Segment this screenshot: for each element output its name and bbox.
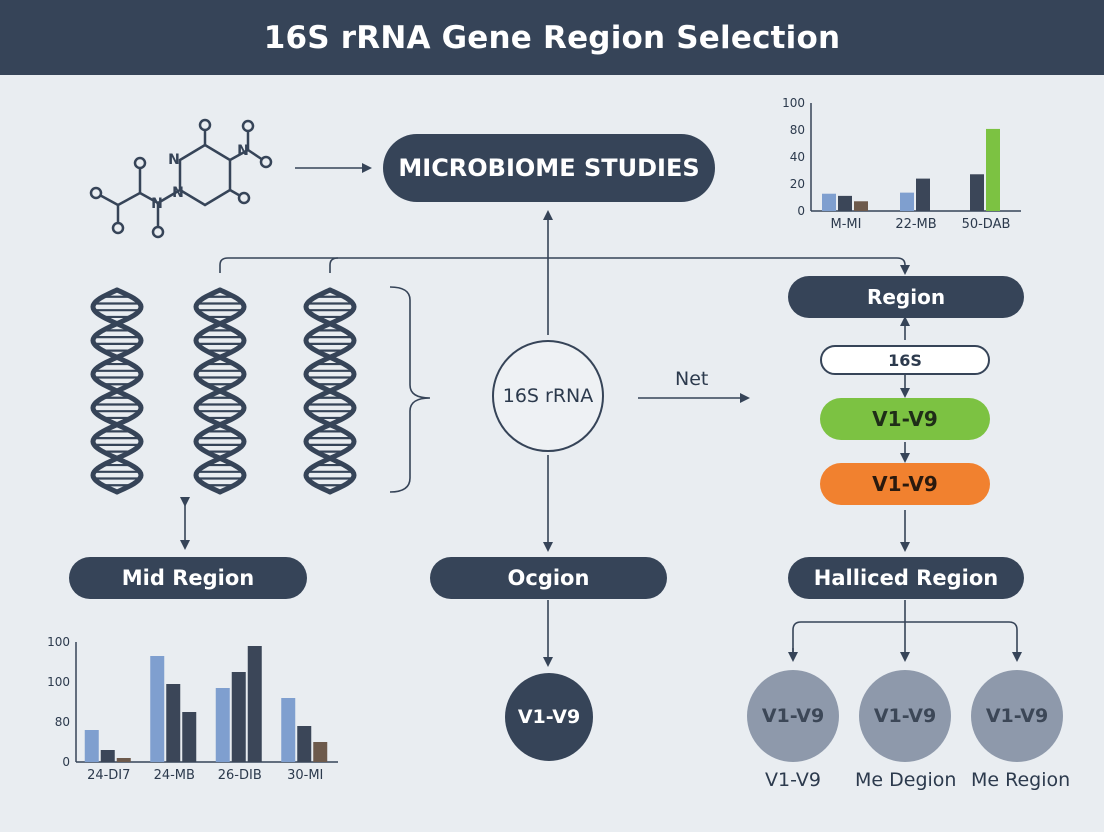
grey-circle-3[interactable]: V1-V9 [971, 670, 1063, 762]
bar-mark [970, 174, 984, 211]
dna-helix-icon [90, 287, 144, 495]
bar-mark [822, 193, 836, 211]
bar-mark [182, 712, 197, 762]
mid-region-node[interactable]: Mid Region [69, 557, 307, 599]
atom-n-2: N [172, 185, 184, 201]
connector-lines [180, 163, 1022, 665]
ocgion-node[interactable]: Ocgion [430, 557, 667, 599]
bar-mark [247, 646, 262, 762]
y-tick-label: 100 [782, 96, 805, 110]
grey-circle-3-label: V1-V9 [985, 705, 1049, 727]
halliced-region-label: Halliced Region [813, 566, 999, 590]
bar-mark [215, 688, 230, 762]
x-tick-label: 22-MB [895, 217, 936, 232]
center-16s-label: 16S rRNA [502, 385, 594, 407]
x-tick-label: M-MI [831, 217, 862, 232]
region-node[interactable]: Region [788, 276, 1024, 318]
x-tick-label: 26-DIB [218, 768, 262, 783]
bar-mark [166, 684, 181, 762]
y-tick-label: 80 [790, 123, 805, 137]
grey-circle-3-caption: Me Region [971, 769, 1071, 791]
grey-circle-2[interactable]: V1-V9 [859, 670, 951, 762]
bar-mark [313, 742, 328, 762]
atom-n-1: N [168, 152, 180, 168]
bar-mark [84, 730, 99, 762]
y-tick-label: 40 [790, 150, 805, 164]
bar-mark [900, 192, 914, 211]
y-tick-label: 100 [47, 635, 70, 649]
v1-v9-green-label: V1-V9 [872, 407, 938, 431]
molecule-icon [89, 118, 273, 239]
v1-v9-green-node[interactable]: V1-V9 [820, 398, 990, 440]
page-title-bar: 16S rRNA Gene Region Selection [0, 0, 1104, 75]
v1-v9-orange-label: V1-V9 [872, 472, 938, 496]
y-tick-label: 80 [55, 715, 70, 729]
bar-mark [854, 201, 868, 211]
v1-v9-orange-node[interactable]: V1-V9 [820, 463, 990, 505]
bar-chart-bottom-left: 100 100 80 0 24-DI7 24-MB 26-DIB 30-MI [47, 635, 338, 783]
16s-label: 16S [888, 350, 922, 370]
region-label: Region [866, 285, 946, 309]
dna-helix-icon [303, 287, 357, 495]
bar-mark [297, 726, 312, 762]
molecule-atom-labels: N N N N [151, 143, 249, 212]
y-tick-label: 20 [790, 177, 805, 191]
bar-mark [231, 672, 246, 762]
y-tick-label: 0 [797, 204, 805, 218]
v1-v9-bottom-circle[interactable]: V1-V9 [505, 673, 593, 761]
net-label: Net [675, 368, 709, 390]
bar-chart-top-right: 100 80 40 20 0M-MI 22-MB 50-DAB [782, 96, 1021, 232]
grey-circle-2-caption: Me Degion [855, 769, 957, 791]
x-tick-label: 50-DAB [962, 217, 1011, 232]
page-title: 16S rRNA Gene Region Selection [263, 19, 841, 56]
v1-v9-bottom-label: V1-V9 [517, 706, 581, 728]
x-tick-label: 24-MB [154, 768, 195, 783]
bar-mark [986, 128, 1000, 211]
ocgion-label: Ocgion [507, 566, 590, 590]
bar-mark [916, 178, 930, 211]
dna-helix-group [90, 287, 357, 495]
grey-circle-2-label: V1-V9 [873, 705, 937, 727]
dna-helix-icon [193, 287, 247, 495]
y-tick-label: 0 [62, 755, 70, 769]
grey-circle-1-caption: V1-V9 [765, 769, 821, 791]
atom-n-3: N [237, 143, 249, 159]
microbiome-studies-node[interactable]: MICROBIOME STUDIES [383, 134, 715, 202]
bar-mark [100, 750, 115, 762]
bar-mark [838, 195, 852, 211]
grey-circle-1-label: V1-V9 [761, 705, 825, 727]
16s-node[interactable]: 16S [820, 345, 990, 375]
microbiome-studies-label: MICROBIOME STUDIES [398, 154, 700, 182]
atom-n-4: N [151, 196, 163, 212]
y-tick-label: 100 [47, 675, 70, 689]
mid-region-label: Mid Region [121, 566, 255, 590]
grey-circle-1[interactable]: V1-V9 [747, 670, 839, 762]
bar-mark [281, 698, 296, 762]
bar-mark [150, 656, 165, 762]
center-16s-circle[interactable]: 16S rRNA [492, 340, 604, 452]
x-tick-label: 30-MI [287, 768, 323, 783]
halliced-region-node[interactable]: Halliced Region [788, 557, 1024, 599]
x-tick-label: 24-DI7 [87, 768, 130, 783]
bar-mark [116, 758, 131, 762]
